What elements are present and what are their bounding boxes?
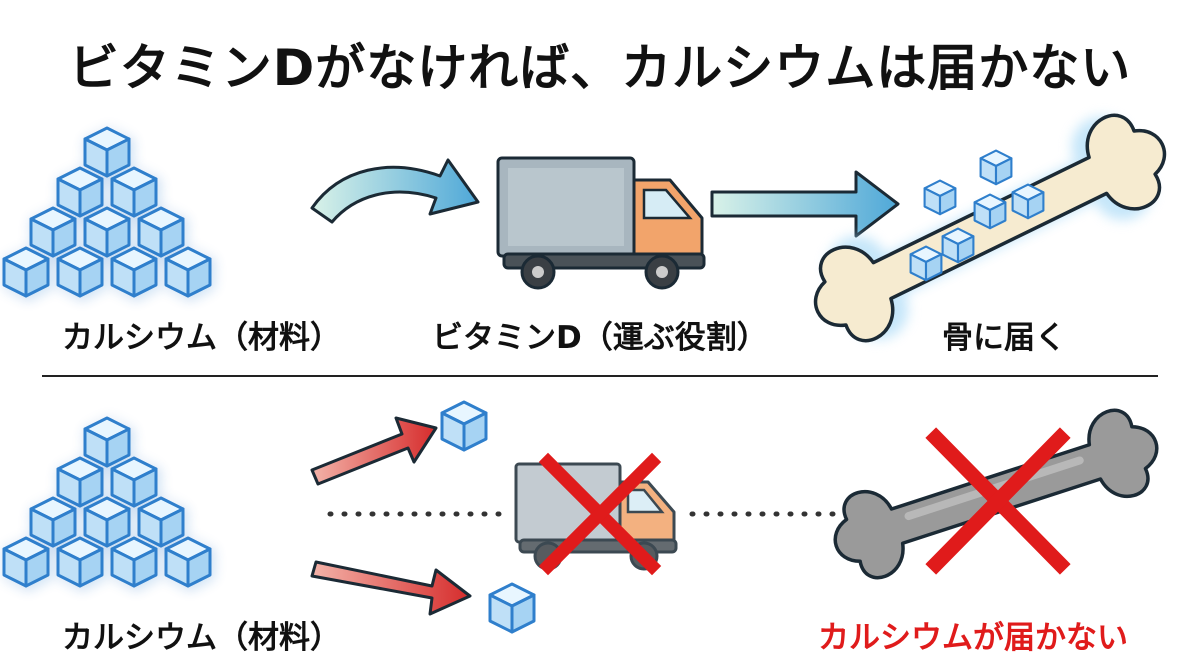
vitamin-d-label: ビタミンD（運ぶ役割） bbox=[432, 320, 768, 356]
escaped-cube-upper bbox=[440, 400, 488, 452]
calcium-label-top: カルシウム（材料） bbox=[62, 320, 341, 356]
cross-icon-bone bbox=[925, 427, 1071, 575]
red-arrow-down-icon bbox=[310, 560, 472, 616]
bone-icon bbox=[813, 113, 1167, 343]
calcium-label-bottom: カルシウム（材料） bbox=[62, 620, 341, 656]
delivery-truck-icon bbox=[496, 156, 706, 290]
calcium-pyramid-top bbox=[4, 128, 212, 298]
escaped-cube-lower bbox=[488, 582, 536, 634]
cross-icon-truck bbox=[538, 452, 662, 576]
not-delivered-label: カルシウムが届かない bbox=[818, 620, 1128, 656]
red-arrow-up-icon bbox=[310, 416, 438, 486]
straight-arrow-icon bbox=[710, 170, 900, 238]
calcium-pyramid-bottom bbox=[4, 418, 212, 588]
curved-arrow-icon bbox=[310, 158, 480, 224]
bone-label: 骨に届く bbox=[942, 320, 1066, 356]
page-title: ビタミンDがなければ、カルシウムは届かない bbox=[68, 39, 1132, 97]
